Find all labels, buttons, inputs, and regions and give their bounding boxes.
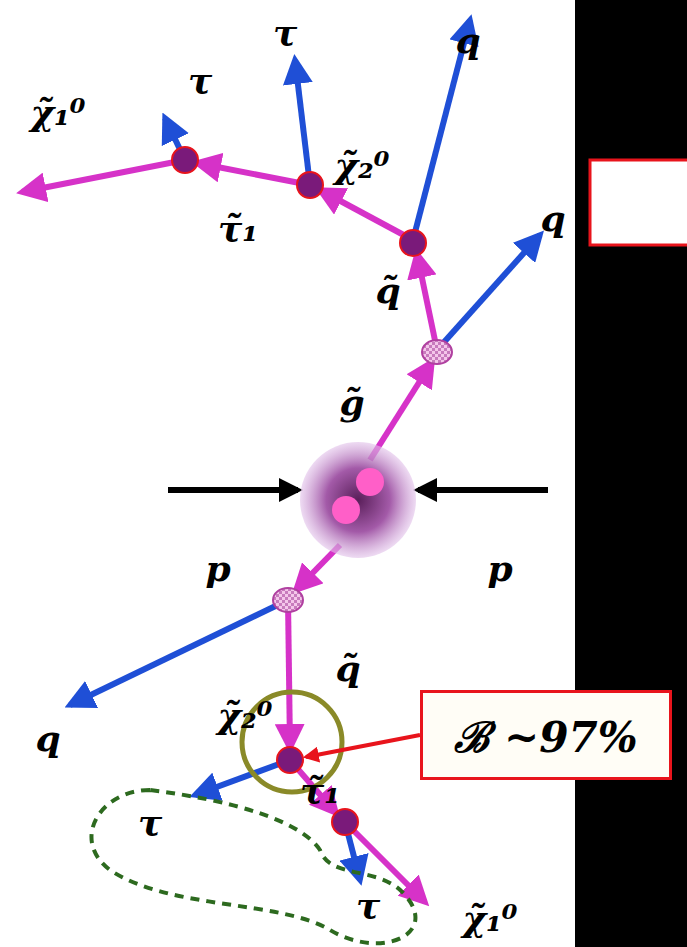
particle-label: τ̃₁ — [300, 772, 340, 808]
particle-label: τ — [273, 14, 297, 50]
particle-label: τ — [188, 62, 212, 98]
particle-label: τ — [356, 887, 380, 923]
particle-label: q̃ — [335, 650, 360, 686]
particle-label: τ̃₁ — [218, 210, 258, 246]
particle-label: χ̃₂⁰ — [334, 147, 389, 183]
particle-label: τ — [138, 804, 162, 840]
particle-label: χ̃₁⁰ — [462, 900, 517, 936]
particle-label: p — [487, 550, 512, 586]
particle-label: g̃ — [339, 384, 364, 420]
particle-label: χ̃₂⁰ — [217, 697, 272, 733]
callout-box: ℬ ~97% — [420, 690, 672, 780]
particle-label: p — [205, 550, 230, 586]
particle-label: q — [540, 200, 565, 236]
branching-ratio: ℬ ~97% — [454, 707, 637, 764]
particle-label: χ̃₁⁰ — [30, 94, 85, 130]
particle-label: q — [35, 720, 60, 756]
particle-label: q̃ — [375, 272, 400, 308]
particle-label: q — [455, 22, 480, 58]
